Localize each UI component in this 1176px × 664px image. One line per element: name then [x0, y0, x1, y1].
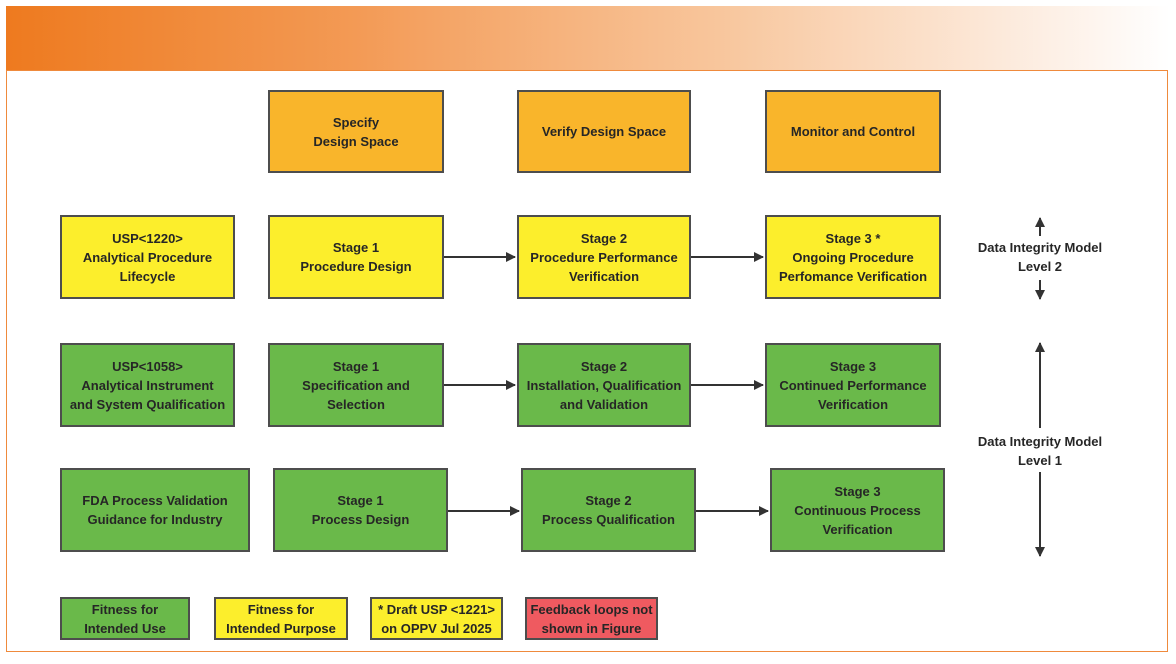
legend-draft-usp1221-note: * Draft USP <1221> on OPPV Jul 2025	[370, 597, 503, 640]
usp1058-source-box: USP<1058> Analytical Instrument and Syst…	[60, 343, 235, 427]
data-integrity-level-1-label: Data Integrity Model Level 1	[977, 434, 1103, 468]
process-qualification-stage-box: Stage 2 Process Qualification	[521, 468, 696, 552]
installation-qualification-stage-box: Stage 2 Installation, Qualification and …	[517, 343, 691, 427]
ongoing-procedure-verification-stage-box: Stage 3 * Ongoing Procedure Perfomance V…	[765, 215, 941, 299]
monitor-and-control-box: Monitor and Control	[765, 90, 941, 173]
usp1220-source-box: USP<1220> Analytical Procedure Lifecycle	[60, 215, 235, 299]
process-design-stage-box: Stage 1 Process Design	[273, 468, 448, 552]
procedure-performance-verification-stage-box: Stage 2 Procedure Performance Verificati…	[517, 215, 691, 299]
header-banner	[6, 6, 1170, 70]
legend-fitness-intended-use: Fitness for Intended Use	[60, 597, 190, 640]
fda-guidance-source-box: FDA Process Validation Guidance for Indu…	[60, 468, 250, 552]
procedure-design-stage-box: Stage 1 Procedure Design	[268, 215, 444, 299]
continuous-process-verification-stage-box: Stage 3 Continuous Process Verification	[770, 468, 945, 552]
specify-design-space-box: Specify Design Space	[268, 90, 444, 173]
data-integrity-level-2-label: Data Integrity Model Level 2	[977, 240, 1103, 274]
diagram-frame	[6, 70, 1168, 652]
continued-performance-verification-stage-box: Stage 3 Continued Performance Verificati…	[765, 343, 941, 427]
specification-selection-stage-box: Stage 1 Specification and Selection	[268, 343, 444, 427]
legend-fitness-intended-purpose: Fitness for Intended Purpose	[214, 597, 348, 640]
legend-feedback-loops-note: Feedback loops not shown in Figure	[525, 597, 658, 640]
verify-design-space-box: Verify Design Space	[517, 90, 691, 173]
